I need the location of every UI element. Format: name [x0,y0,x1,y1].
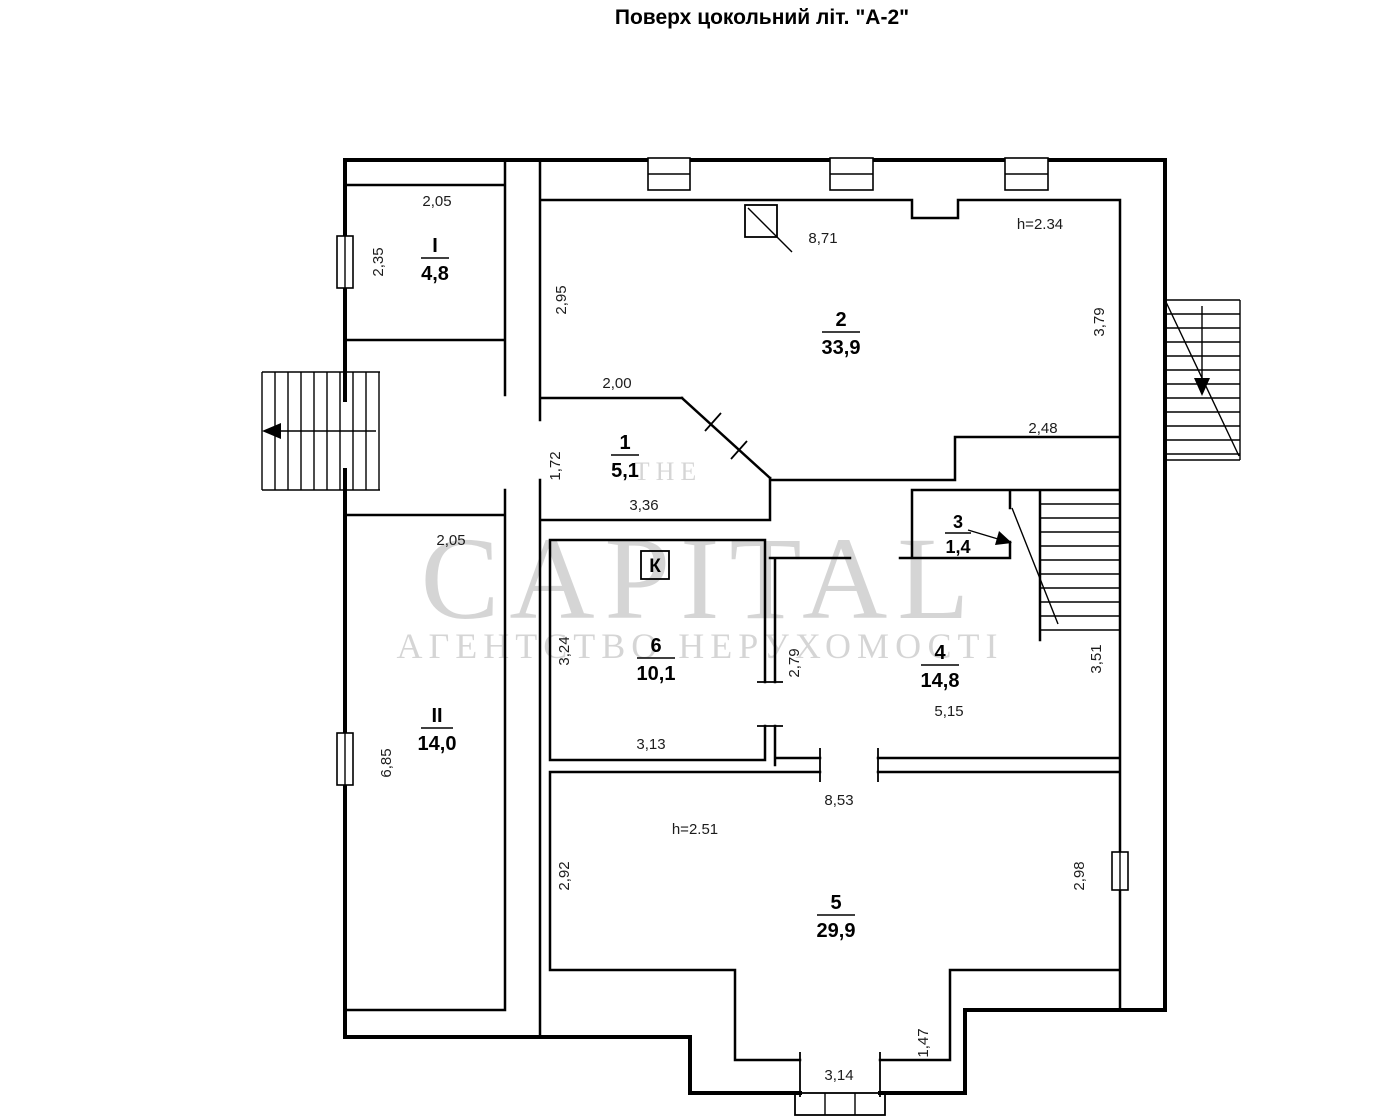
dim-corridor-height: 2,79 [786,648,803,677]
interior-walls [343,158,1122,1062]
room-label-6: 6 10,1 [637,635,676,685]
dim-room-5-top: 8,53 [824,792,853,809]
room-label-5: 5 29,9 [817,892,856,942]
stairs-up-arrow-icon [995,531,1012,545]
dim-room-5-left: 2,92 [556,861,573,890]
dim-room-2-right: 3,79 [1091,307,1108,336]
room-label-3: 3 1,4 [945,512,971,557]
dim-room-6-left: 3,24 [556,636,573,665]
svg-text:29,9: 29,9 [817,920,856,942]
svg-text:10,1: 10,1 [637,663,676,685]
exterior-stairs-left [261,371,380,491]
page-title: Поверх цокольний літ. "А-2" [615,6,909,29]
dim-room-1-bottom: 3,36 [629,497,658,514]
dim-room-4-right: 3,51 [1088,644,1105,673]
kitchen-marker-label: К [649,556,661,577]
room-label-1: 1 5,1 [611,432,639,482]
watermark-agency: АГЕНТСТВО НЕРУХОМОСТІ [396,626,1003,666]
interior-stairs [967,503,1120,631]
dim-room-2-top: 8,71 [808,230,837,247]
dim-room-2-bottom: 2,48 [1028,420,1057,437]
stairs-down-arrow-icon [1194,378,1210,396]
dimension-labels: 2,05 2,35 2,95 8,71 h=2.34 3,79 2,00 2,4… [370,193,1108,1084]
svg-text:1: 1 [619,432,630,454]
dim-room-2-left: 2,95 [553,285,570,314]
exterior-walls [343,158,1167,1095]
vent-shaft-icon [744,204,793,253]
svg-text:4,8: 4,8 [421,263,449,285]
room-label-I: I 4,8 [421,235,449,285]
windows [336,157,1129,891]
svg-text:33,9: 33,9 [822,337,861,359]
dim-room-II-width: 2,05 [436,532,465,549]
room-label-II: II 14,0 [418,705,457,755]
entrance-step [794,1092,886,1116]
dim-room-6-bottom: 3,13 [636,736,665,753]
svg-text:2: 2 [835,309,846,331]
svg-text:I: I [432,235,438,257]
dim-porch-bottom: 3,14 [824,1067,853,1084]
watermark-the: THE [634,457,703,486]
dim-room-5-ceiling-height: h=2.51 [672,821,718,838]
svg-text:14,0: 14,0 [418,733,457,755]
room-labels: I 4,8 II 14,0 1 5,1 2 33,9 3 1,4 4 14,8 [418,235,971,942]
svg-text:6: 6 [650,635,661,657]
dim-room-1-left: 1,72 [547,451,564,480]
exterior-stairs-right [1165,299,1241,461]
room-label-2: 2 33,9 [822,309,861,359]
kitchen-marker: К [640,550,670,580]
dim-porch-height: 1,47 [915,1028,932,1057]
svg-text:3: 3 [953,512,963,532]
svg-text:1,4: 1,4 [945,537,970,557]
svg-text:5,1: 5,1 [611,460,639,482]
dim-room-4-bottom: 5,15 [934,703,963,720]
dim-room-1-top: 2,00 [602,375,631,392]
dim-room-5-right: 2,98 [1071,861,1088,890]
dim-room-2-ceiling-height: h=2.34 [1017,216,1063,233]
room-label-4: 4 14,8 [921,642,960,692]
dim-room-I-width: 2,05 [422,193,451,210]
svg-text:5: 5 [830,892,841,914]
watermark-capital: CAPITAL [421,513,980,644]
svg-text:14,8: 14,8 [921,670,960,692]
svg-text:4: 4 [934,642,946,664]
door-marks [704,412,881,1097]
svg-text:II: II [431,705,442,727]
exit-arrow-icon [262,423,281,439]
dim-room-II-height: 6,85 [378,748,395,777]
dim-room-I-height: 2,35 [370,247,387,276]
watermark: THE CAPITAL АГЕНТСТВО НЕРУХОМОСТІ [396,457,1003,666]
